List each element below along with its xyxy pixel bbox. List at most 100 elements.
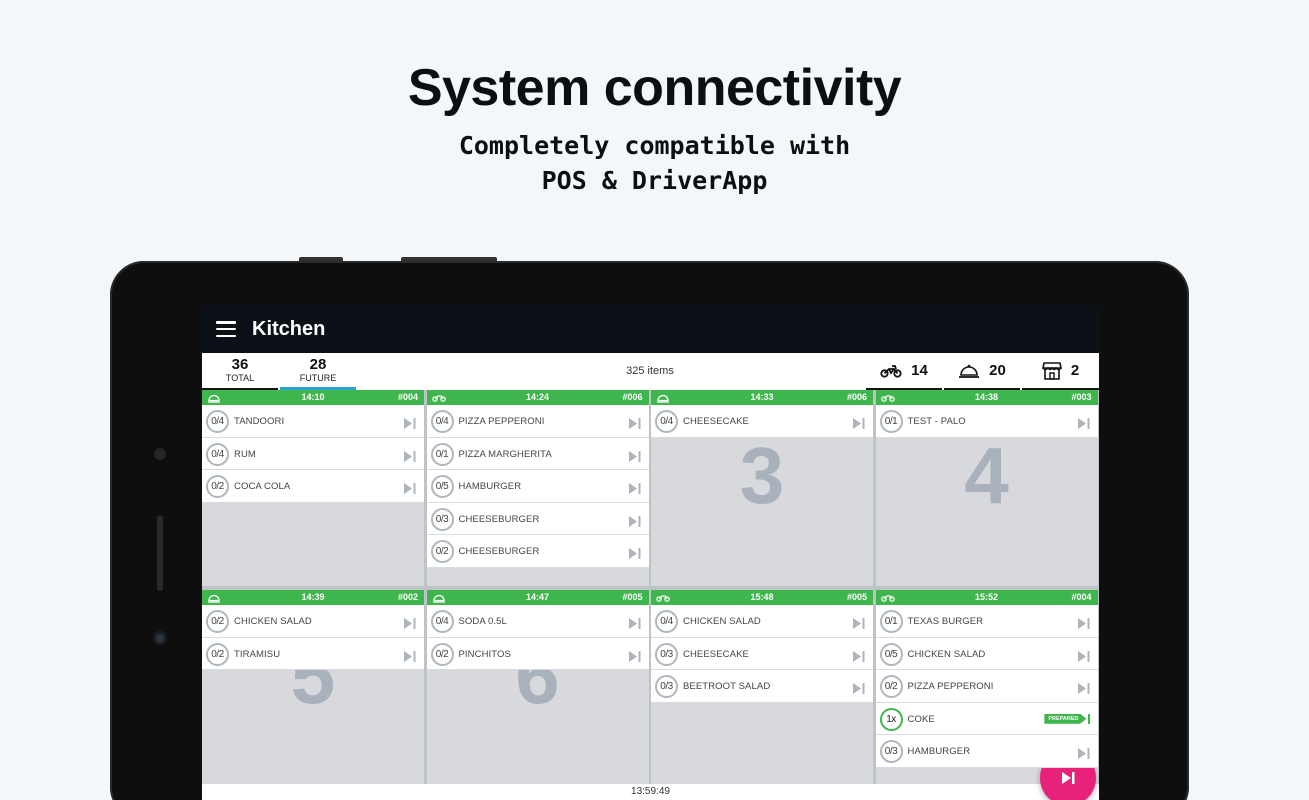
item-name: HAMBURGER — [907, 746, 971, 758]
promo-subline-line2: POS & DriverApp — [541, 166, 768, 195]
order-header: 14:10#004 — [202, 390, 424, 405]
order-item[interactable]: 0/3 BEETROOT SALAD — [651, 670, 873, 703]
quantity-badge: 0/4 — [655, 410, 678, 433]
play-next-icon[interactable] — [404, 416, 416, 429]
play-next-icon[interactable] — [628, 481, 641, 495]
play-next-icon[interactable] — [1077, 616, 1090, 629]
order-item[interactable]: 0/1 TEST - PALO — [875, 405, 1098, 438]
store-counter[interactable]: 2 — [1022, 353, 1099, 390]
motorbike-icon — [431, 392, 446, 403]
play-next-icon[interactable] — [404, 616, 416, 629]
play-next-icon[interactable] — [1077, 746, 1090, 760]
order-number: #004 — [1071, 592, 1092, 602]
cloche-icon — [432, 592, 446, 603]
order-header: 14:47#005 — [426, 590, 649, 605]
prepared-tag: PREPARED — [1044, 713, 1090, 725]
motorbike-icon — [880, 592, 895, 603]
order-item[interactable]: 0/1 PIZZA MARGHERITA — [426, 437, 649, 471]
item-name: HAMBURGER — [458, 481, 522, 493]
cloche-icon — [207, 592, 221, 603]
order-header: 14:33#006 — [651, 390, 873, 405]
item-name: CHEESEBURGER — [458, 546, 540, 558]
play-next-icon[interactable] — [1077, 681, 1090, 695]
play-next-icon[interactable] — [404, 649, 416, 662]
order-time: 15:48 — [750, 592, 774, 602]
play-next-icon[interactable] — [628, 449, 641, 462]
cloche-icon — [207, 392, 221, 403]
item-name: CHICKEN SALAD — [907, 648, 986, 660]
quantity-badge: 1x — [879, 707, 903, 731]
order-time: 14:47 — [525, 592, 550, 602]
quantity-badge: 0/1 — [879, 410, 903, 433]
cloche-icon — [959, 364, 980, 378]
delivery-counter[interactable]: 14 — [866, 353, 942, 390]
play-next-icon[interactable] — [628, 616, 641, 629]
future-label: FUTURE — [299, 373, 337, 383]
quantity-badge: 0/1 — [430, 442, 454, 466]
clock-footer: 13:59:49 — [202, 784, 1099, 800]
play-next-icon[interactable] — [853, 616, 865, 629]
item-name: PIZZA MARGHERITA — [458, 448, 552, 460]
play-next-icon[interactable] — [1077, 649, 1090, 662]
item-count: 325 items — [626, 365, 674, 377]
tablet-speaker — [157, 515, 163, 591]
play-next-icon[interactable] — [853, 649, 865, 662]
play-next-icon[interactable] — [853, 416, 865, 429]
order-number: #006 — [622, 392, 643, 402]
play-next-icon[interactable] — [628, 416, 641, 429]
dine-in-counter[interactable]: 20 — [944, 353, 1020, 390]
store-count: 2 — [1070, 362, 1080, 379]
item-name: CHEESEBURGER — [458, 513, 540, 525]
item-name: BEETROOT SALAD — [683, 681, 771, 693]
play-next-icon[interactable] — [628, 514, 641, 527]
play-next-icon[interactable] — [628, 649, 641, 662]
play-next-icon[interactable] — [853, 681, 865, 695]
tablet-sensor — [154, 448, 166, 460]
tablet-button — [401, 257, 497, 263]
play-next-icon[interactable] — [404, 449, 416, 462]
play-next-icon[interactable] — [404, 481, 416, 495]
quantity-badge: 0/3 — [655, 675, 678, 699]
tab-total[interactable]: 36 TOTAL — [202, 353, 278, 390]
order-number: #006 — [846, 392, 867, 402]
play-next-icon[interactable] — [628, 546, 641, 560]
motorbike-icon — [880, 364, 902, 378]
play-next-icon[interactable] — [1077, 416, 1090, 429]
quantity-badge: 0/2 — [206, 475, 229, 499]
item-name: TEST - PALO — [907, 416, 966, 427]
order-item[interactable]: 0/5 CHICKEN SALAD — [875, 637, 1098, 671]
hamburger-menu-icon[interactable] — [216, 321, 236, 337]
app-bar: Kitchen — [202, 305, 1099, 353]
item-name: RUM — [234, 448, 256, 460]
quantity-badge: 0/5 — [879, 642, 903, 666]
tab-future[interactable]: 28 FUTURE — [280, 353, 356, 390]
item-name: CHICKEN SALAD — [234, 616, 312, 627]
